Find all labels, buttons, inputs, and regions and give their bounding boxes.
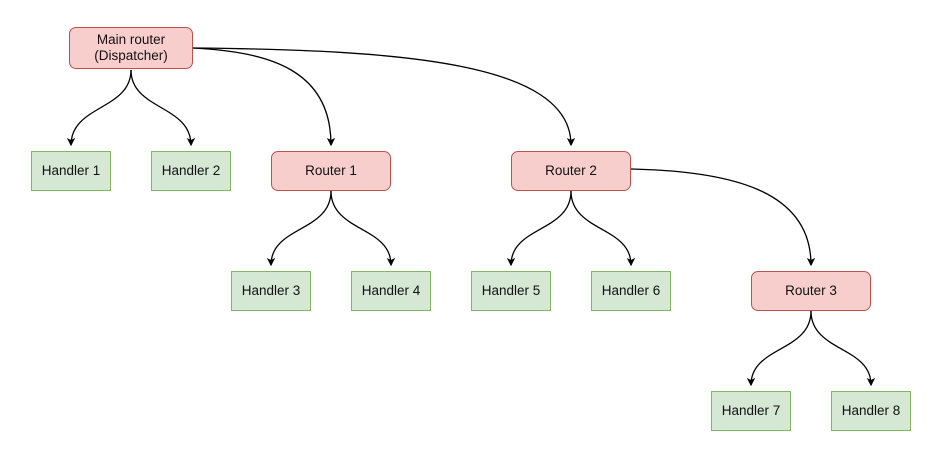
edge-main-to-router-1 (192, 47, 336, 147)
edge-router2-to-handler-6 (570, 190, 636, 267)
edge-router3-to-handler-8 (810, 310, 876, 387)
node-label: Router 3 (785, 283, 837, 298)
edge-main-to-router-2 (192, 47, 576, 147)
node-handler-3[interactable]: Handler 3 (231, 271, 311, 311)
node-main-router[interactable]: Main router (Dispatcher) (69, 27, 193, 69)
node-label: Router 1 (305, 163, 357, 178)
node-router-3[interactable]: Router 3 (751, 271, 871, 311)
node-router-1[interactable]: Router 1 (271, 151, 391, 191)
node-label: Handler 6 (601, 283, 661, 298)
node-handler-5[interactable]: Handler 5 (471, 271, 551, 311)
node-label: Handler 4 (361, 283, 421, 298)
node-label: Main router (Dispatcher) (94, 32, 168, 63)
node-handler-7[interactable]: Handler 7 (711, 391, 791, 431)
node-label: Handler 3 (241, 283, 301, 298)
node-label: Handler 5 (481, 283, 541, 298)
edge-main-to-handler-1 (66, 69, 132, 147)
edge-router3-to-handler-7 (746, 310, 812, 387)
node-label: Handler 8 (841, 403, 901, 418)
node-label: Handler 2 (161, 163, 221, 178)
node-handler-1[interactable]: Handler 1 (31, 151, 111, 191)
node-label: Handler 7 (721, 403, 781, 418)
edge-router1-to-handler-3 (266, 190, 332, 267)
edge-router2-to-router-3 (630, 168, 816, 267)
edge-router1-to-handler-4 (330, 190, 396, 267)
node-handler-8[interactable]: Handler 8 (831, 391, 911, 431)
node-handler-6[interactable]: Handler 6 (591, 271, 671, 311)
node-router-2[interactable]: Router 2 (511, 151, 631, 191)
node-handler-2[interactable]: Handler 2 (151, 151, 231, 191)
node-label: Handler 1 (41, 163, 101, 178)
edge-router2-to-handler-5 (506, 190, 572, 267)
node-label: Router 2 (545, 163, 597, 178)
node-handler-4[interactable]: Handler 4 (351, 271, 431, 311)
edge-main-to-handler-2 (130, 69, 196, 147)
